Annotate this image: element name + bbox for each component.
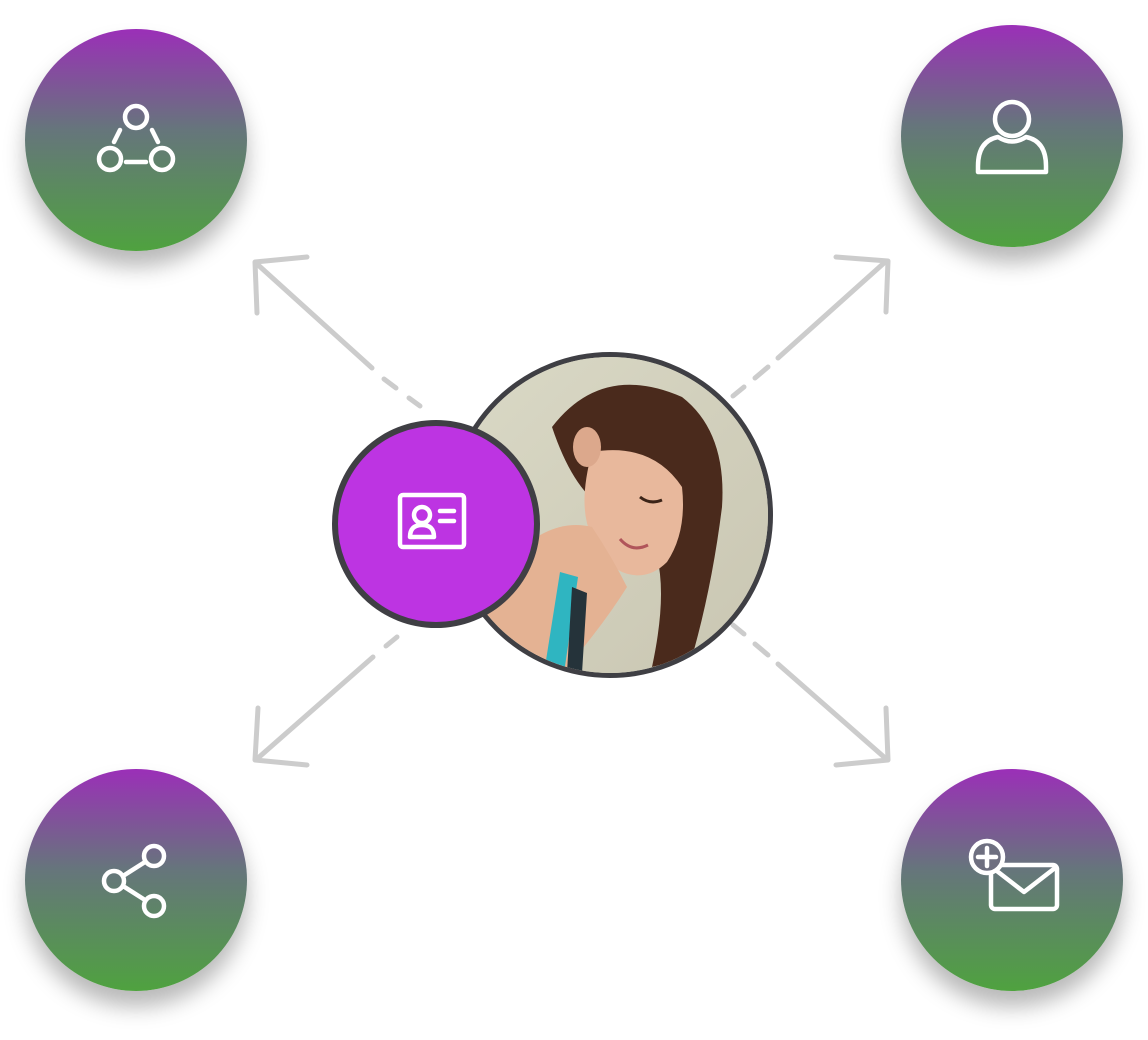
contact-card-badge[interactable]: [332, 420, 540, 628]
arrow-top-left: [252, 254, 423, 409]
arrow-top-right: [730, 254, 891, 399]
share-icon: [101, 843, 167, 919]
node-user[interactable]: [901, 25, 1123, 247]
node-share[interactable]: [25, 769, 247, 991]
contact-card-icon: [397, 492, 467, 550]
node-network-group[interactable]: [25, 29, 247, 251]
arrow-bottom-right: [730, 622, 891, 768]
add-mail-icon: [968, 838, 1060, 912]
network-group-icon: [96, 103, 176, 173]
node-add-mail[interactable]: [901, 769, 1123, 991]
arrow-bottom-left: [252, 634, 400, 768]
user-icon: [975, 99, 1049, 175]
